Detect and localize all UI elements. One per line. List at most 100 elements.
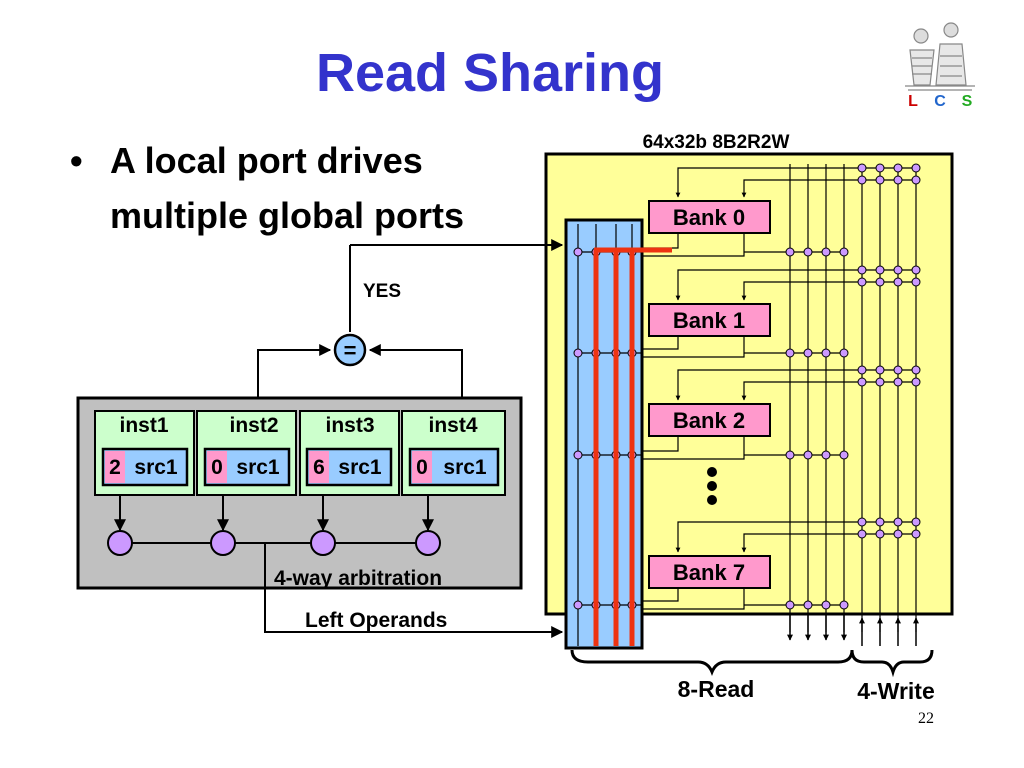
read-tap <box>803 600 813 610</box>
port-arrows <box>787 614 919 646</box>
column-tap <box>573 247 583 257</box>
write-tap <box>893 517 903 527</box>
read-tap <box>839 600 849 610</box>
bullet-text: A local port drives multiple global port… <box>110 140 465 236</box>
write-tap <box>911 265 921 275</box>
write-tap <box>911 377 921 387</box>
write-tap <box>875 265 885 275</box>
write-tap <box>857 365 867 375</box>
instruction-2-operand: src1 <box>236 456 280 479</box>
shared-read-highlight <box>593 247 672 646</box>
write-wire <box>675 167 916 198</box>
instruction-3-tag: 6 <box>313 456 325 479</box>
write-tap <box>893 175 903 185</box>
instruction-2-tag: 0 <box>211 456 223 479</box>
bank-2-label: Bank 2 <box>673 408 745 433</box>
write-tap <box>857 517 867 527</box>
write-tap <box>911 175 921 185</box>
read-brace: 8-Read <box>570 649 854 702</box>
column-tap <box>573 600 583 610</box>
write-wire <box>675 521 916 553</box>
write-tap <box>893 265 903 275</box>
write-tap <box>857 529 867 539</box>
read-tap <box>821 247 831 257</box>
arb-node-1 <box>107 530 133 556</box>
read-tap <box>839 247 849 257</box>
instruction-window: inst1 2 src1 inst2 0 src1 inst3 6 src1 i… <box>94 410 506 496</box>
instruction-3-operand: src1 <box>338 456 382 479</box>
bullet-dot: • <box>70 140 83 181</box>
write-tap <box>875 529 885 539</box>
read-tap <box>785 247 795 257</box>
register-file-label: 64x32b 8B2R2W <box>643 132 790 153</box>
write-wire <box>675 369 916 401</box>
instruction-1: inst1 2 src1 <box>94 410 195 496</box>
bank-7-label: Bank 7 <box>673 560 745 585</box>
write-tap <box>875 517 885 527</box>
write-tap <box>857 163 867 173</box>
write-tap <box>857 265 867 275</box>
write-wire <box>675 269 916 301</box>
write-tap <box>857 377 867 387</box>
write-tap <box>911 277 921 287</box>
comparator-inputs <box>257 344 463 418</box>
read-tap <box>785 600 795 610</box>
column-tap <box>573 450 583 460</box>
instruction-4-operand: src1 <box>443 456 487 479</box>
lcs-logo: L C S <box>905 22 975 110</box>
bank-1: Bank 1 <box>648 303 771 337</box>
instruction-2-name: inst2 <box>229 414 278 437</box>
write-label: 4-Write <box>857 678 935 704</box>
read-tap <box>821 600 831 610</box>
read-tap <box>803 348 813 358</box>
column-tap <box>573 348 583 358</box>
left-operands-path: Left Operands <box>264 543 564 638</box>
write-tap <box>911 517 921 527</box>
write-tap <box>911 163 921 173</box>
slide-title: Read Sharing <box>315 43 665 103</box>
write-tap <box>875 365 885 375</box>
bank-1-label: Bank 1 <box>673 308 745 333</box>
instruction-4-name: inst4 <box>428 414 477 437</box>
write-tap <box>911 529 921 539</box>
bank-2: Bank 2 <box>648 403 771 437</box>
bank-7: Bank 7 <box>648 555 771 589</box>
instruction-3: inst3 6 src1 <box>299 410 400 496</box>
read-tap <box>803 450 813 460</box>
instruction-1-name: inst1 <box>119 414 168 437</box>
write-tap <box>893 529 903 539</box>
local-read-column <box>564 218 644 650</box>
bank-0-label: Bank 0 <box>673 205 745 230</box>
yes-label: YES <box>363 281 401 302</box>
write-tap <box>875 175 885 185</box>
instruction-1-tag: 2 <box>109 456 121 479</box>
write-tap <box>893 163 903 173</box>
instruction-3-name: inst3 <box>325 414 374 437</box>
read-tap <box>785 348 795 358</box>
comparator-symbol: = <box>344 338 357 363</box>
read-tap <box>803 247 813 257</box>
read-tap <box>821 348 831 358</box>
arb-node-4 <box>415 530 441 556</box>
arb-node-2 <box>210 530 236 556</box>
instruction-4-tag: 0 <box>416 456 428 479</box>
write-tap <box>857 277 867 287</box>
read-tap <box>821 450 831 460</box>
logo-letter-l: L <box>908 93 918 110</box>
register-file-wires <box>573 163 921 632</box>
write-tap <box>893 377 903 387</box>
bank-ellipsis <box>707 467 717 505</box>
arbitration-nodes <box>107 495 441 556</box>
write-tap <box>911 365 921 375</box>
page-number: 22 <box>918 710 934 727</box>
read-label: 8-Read <box>678 676 755 702</box>
instruction-2: inst2 0 src1 <box>196 410 297 496</box>
read-tap <box>839 450 849 460</box>
write-brace: 4-Write <box>850 649 935 704</box>
write-tap <box>875 377 885 387</box>
write-tap <box>857 175 867 185</box>
logo-letter-c: C <box>934 93 946 110</box>
yes-signal: YES <box>349 239 564 332</box>
read-tap <box>785 450 795 460</box>
